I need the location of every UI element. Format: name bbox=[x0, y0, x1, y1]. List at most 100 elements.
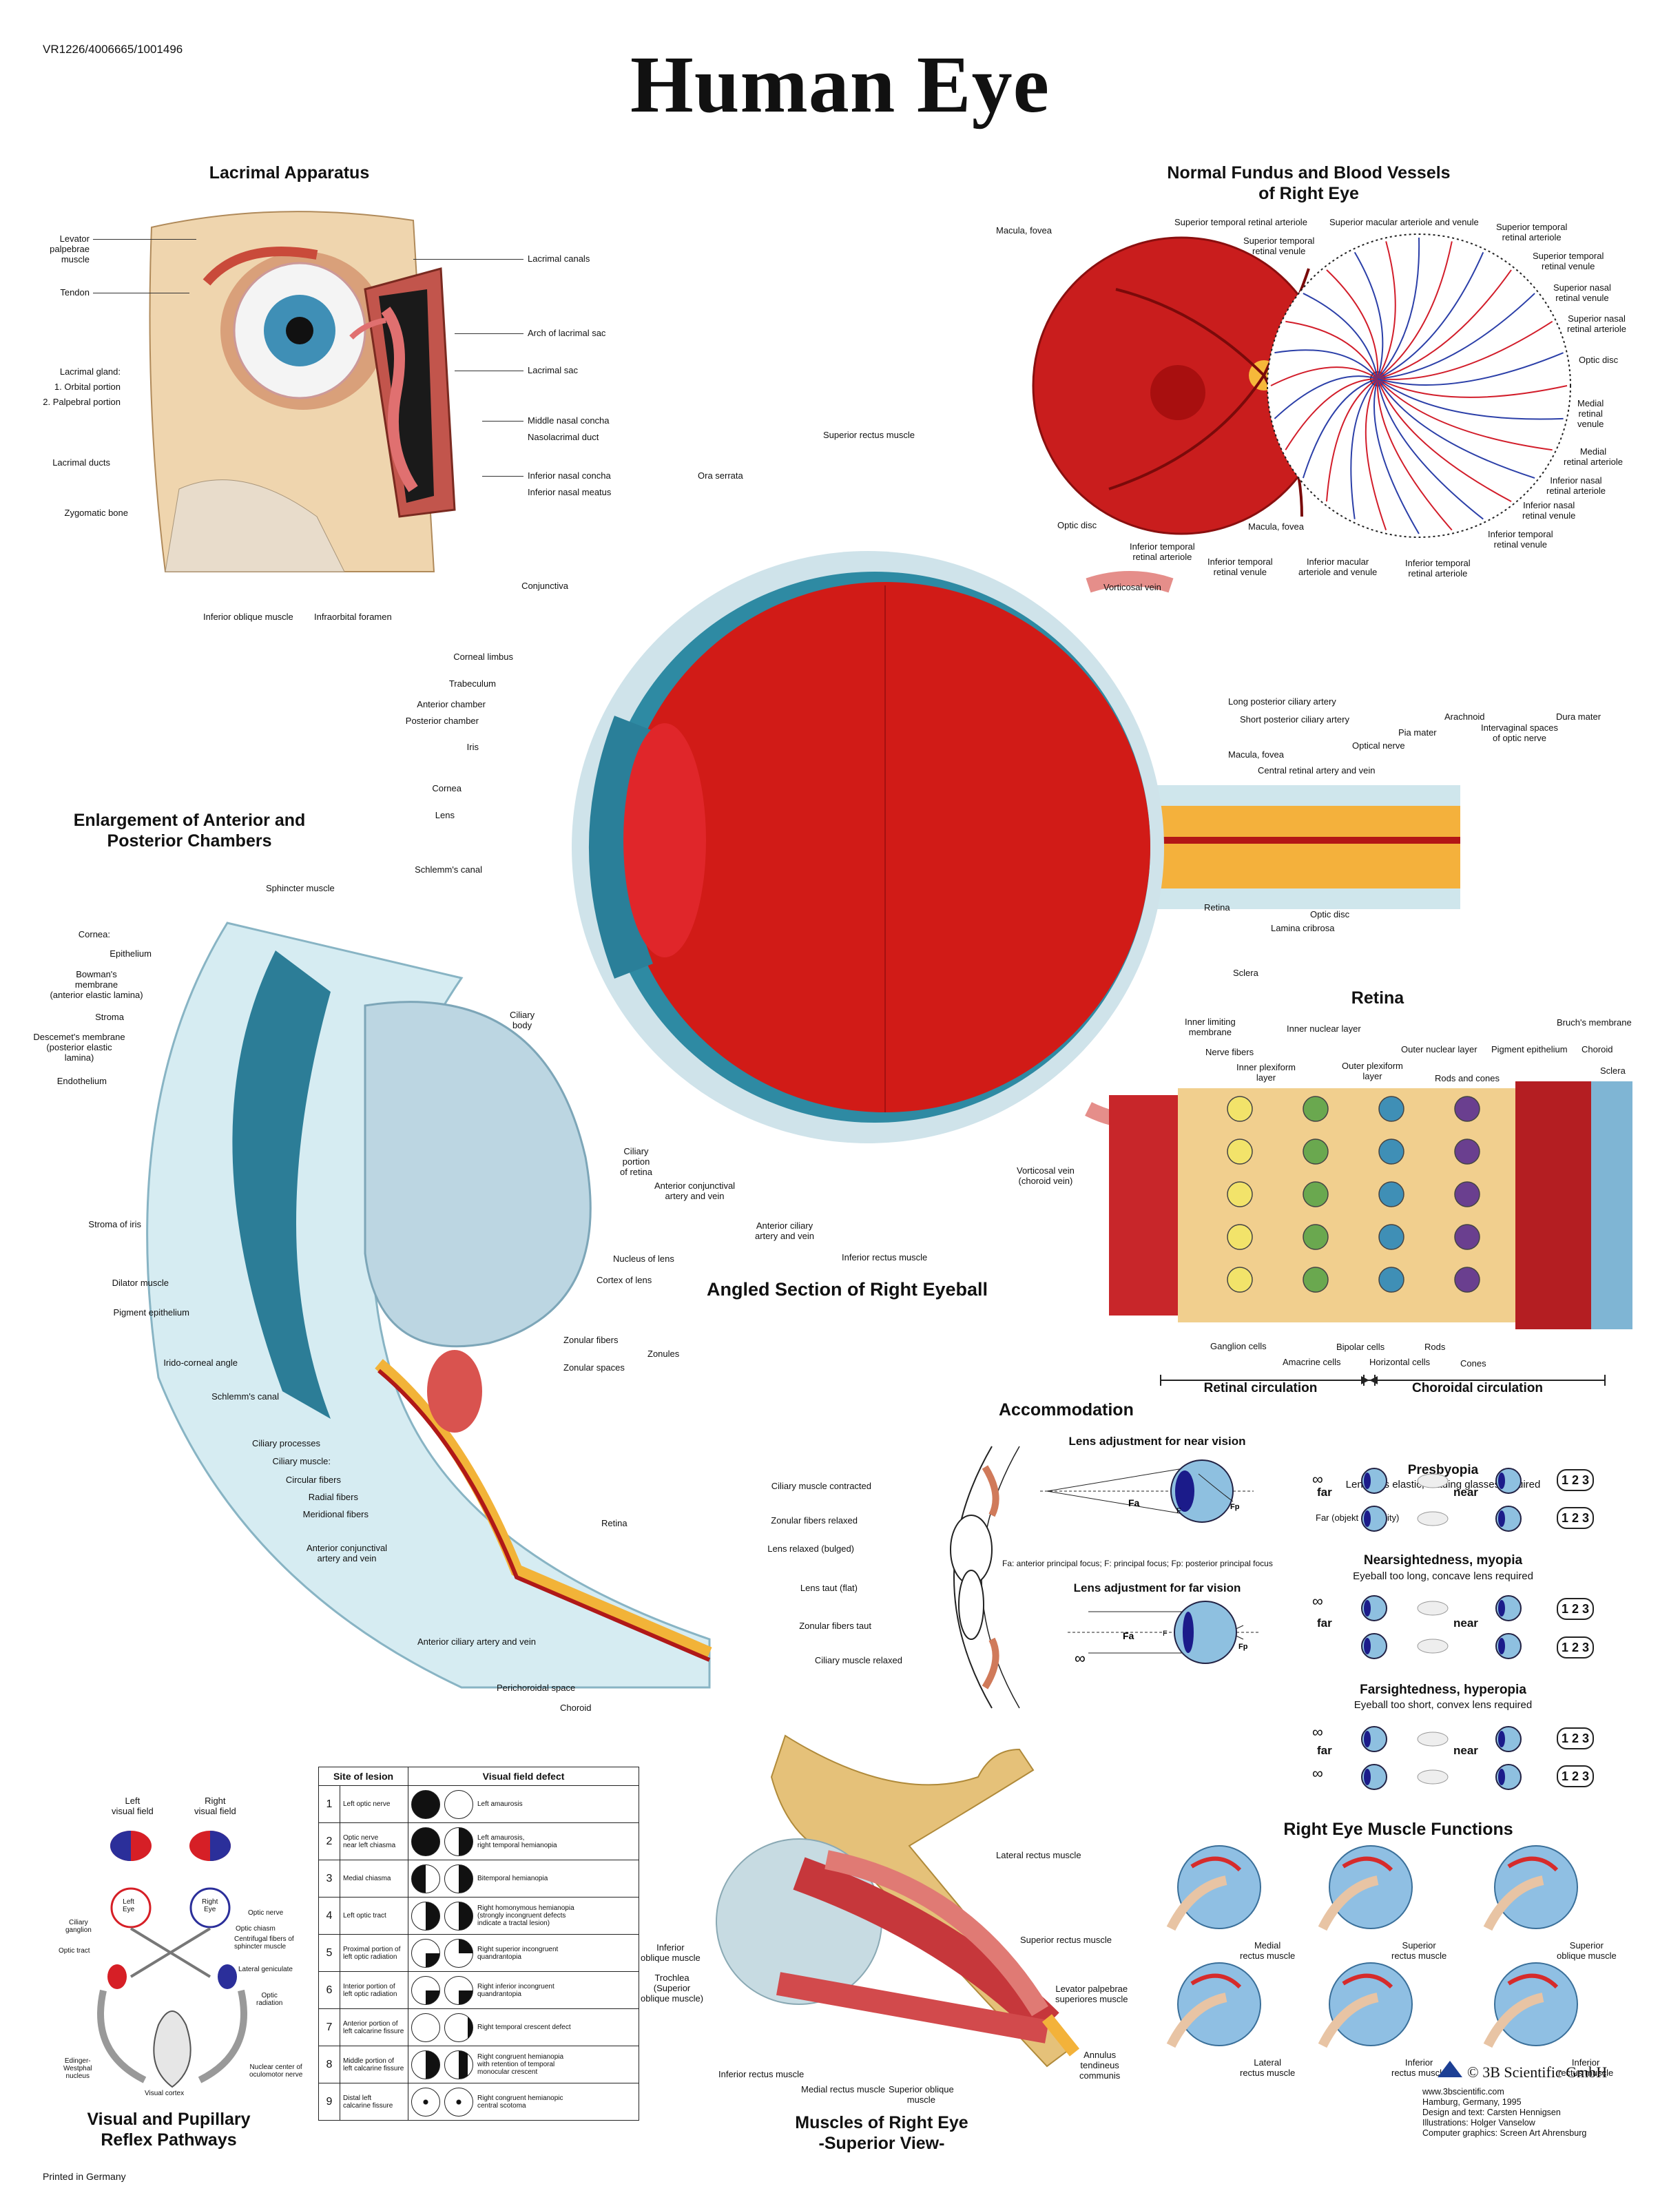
muscle-band bbox=[1166, 1993, 1227, 2048]
section-title-lacrimal: Lacrimal Apparatus bbox=[209, 163, 370, 183]
lbl-ch-l-3: Bowman's membrane (anterior elastic lami… bbox=[50, 969, 143, 1000]
lbl-sup-macular: Superior macular arteriole and venule bbox=[1329, 217, 1479, 227]
lbl-ch-l-14: Circular fibers bbox=[285, 1475, 341, 1485]
field-right bbox=[444, 1901, 473, 1931]
lbl-fr-2: Superior nasal retinal arteriole bbox=[1567, 313, 1626, 334]
lbl-rt-b-3: Horizontal cells bbox=[1369, 1357, 1431, 1367]
lbl-rt-t-1: Nerve fibers bbox=[1205, 1047, 1254, 1057]
lbl-ch-l-9: Pigment epithelium bbox=[113, 1307, 189, 1318]
field-left bbox=[411, 1864, 440, 1893]
near-label: near bbox=[1453, 1744, 1478, 1757]
row-defect: Right congruent hemianopic central scoto… bbox=[408, 2083, 639, 2121]
lbl-eb-bot-0: Ciliary portion of retina bbox=[620, 1146, 652, 1177]
lbl-eb-bot-4: Vorticosal vein (choroid vein) bbox=[1017, 1165, 1075, 1186]
fundus-vessels bbox=[1270, 237, 1568, 534]
lbl-ch-r-7: Perichoroidal space bbox=[497, 1683, 576, 1693]
defect-text: Right homonymous hemianopia (strongly in… bbox=[477, 1904, 574, 1927]
lbl-eb-r-11: Lamina cribrosa bbox=[1271, 923, 1335, 933]
retina-cell bbox=[1454, 1096, 1480, 1122]
field-right bbox=[444, 1827, 473, 1856]
muscle-band bbox=[1318, 1875, 1379, 1931]
row-site: Middle portion of left calcarine fissure bbox=[340, 2046, 408, 2083]
lbl-ch-l-13: Ciliary muscle: bbox=[272, 1456, 331, 1466]
row-defect: Right homonymous hemianopia (strongly in… bbox=[408, 1897, 639, 1935]
rotation-arrow-icon bbox=[1190, 1856, 1242, 1872]
retina-cell bbox=[1378, 1224, 1404, 1250]
far-vision-title: Lens adjustment for far vision bbox=[1073, 1581, 1241, 1594]
row-site: Proximal portion of left optic radiation bbox=[340, 1934, 408, 1972]
retina-cell bbox=[1378, 1181, 1404, 1207]
lbl-eb-r-4: Optical nerve bbox=[1352, 740, 1405, 751]
vessel-line bbox=[1377, 378, 1535, 479]
lbl-pw-11: Edinger- Westphal nucleus bbox=[63, 2057, 92, 2080]
row-number: 9 bbox=[318, 2083, 340, 2121]
fundus-illustration bbox=[1032, 233, 1571, 538]
vision-test-badge: 1 2 3 bbox=[1557, 1765, 1594, 1787]
row-site: Anterior portion of left calcarine fissu… bbox=[340, 2008, 408, 2046]
svg-text:Fp: Fp bbox=[1238, 1643, 1248, 1651]
row-defect: Right congruent hemianopia with retentio… bbox=[408, 2046, 639, 2083]
lbl-retinal-circulation: Retinal circulation bbox=[1203, 1381, 1318, 1395]
circulation-arrows bbox=[1160, 1375, 1606, 1386]
lbl-nasolacrimal: Nasolacrimal duct bbox=[528, 432, 599, 442]
lbl-mu-2: Levator palpebrae superiores muscle bbox=[1055, 1984, 1128, 2004]
lbl-mu-7: Medial rectus muscle bbox=[801, 2084, 886, 2094]
lbl-infraorbital: Infraorbital foramen bbox=[314, 612, 392, 622]
lbl-pw-10: Optic radiation bbox=[256, 1992, 283, 2007]
rotation-arrow-icon bbox=[1507, 1973, 1559, 1989]
vessel-line bbox=[1377, 378, 1553, 451]
lbl-ch-r-3: Zonular spaces bbox=[563, 1362, 625, 1373]
lbl-lacrimal-sac: Lacrimal sac bbox=[528, 365, 578, 375]
vessel-line bbox=[1377, 352, 1564, 386]
lbl-rt-t-7: Pigment epithelium bbox=[1491, 1044, 1568, 1054]
lbl-choroidal-circulation: Choroidal circulation bbox=[1411, 1381, 1544, 1395]
far-vision-diagram: Fa F Fp ∞ bbox=[1068, 1601, 1261, 1667]
lbl-eb-left-4: Posterior chamber bbox=[405, 716, 479, 726]
vessel-line bbox=[1326, 269, 1379, 380]
brand-name: © 3B Scientific GmbH bbox=[1467, 2063, 1608, 2081]
row-site: Left optic tract bbox=[340, 1897, 408, 1935]
leader-line bbox=[482, 421, 523, 422]
row-site: Distal left calcarine fissure bbox=[340, 2083, 408, 2121]
lbl-sup-temp-art-2: Superior temporal retinal arteriole bbox=[1496, 222, 1568, 242]
muscle-band bbox=[1483, 1875, 1544, 1931]
lbl-pw-13: Visual cortex bbox=[145, 2090, 185, 2097]
lens-icon bbox=[1498, 1473, 1505, 1489]
row-number: 1 bbox=[318, 1785, 340, 1823]
vessel-line bbox=[1377, 241, 1453, 380]
defect-text: Bitemporal hemianopia bbox=[477, 1875, 548, 1882]
lbl-eb-r-12: Sclera bbox=[1233, 968, 1258, 978]
svg-text:Fa: Fa bbox=[1123, 1630, 1134, 1641]
lbl-pw-2: Left Eye bbox=[123, 1898, 135, 1913]
table-header-row: Site of lesion Visual field defect bbox=[318, 1767, 639, 1786]
lbl-eb-left-6: Cornea bbox=[432, 783, 462, 793]
inf-symbol: ∞ bbox=[1312, 1592, 1323, 1610]
lbl-eb-left-1: Corneal limbus bbox=[453, 652, 513, 662]
field-right bbox=[444, 1789, 473, 1819]
lbl-eb-left-7: Lens bbox=[435, 810, 455, 820]
inf-symbol: ∞ bbox=[1312, 1765, 1323, 1782]
lbl-lacrimal-ducts: Lacrimal ducts bbox=[52, 457, 110, 468]
row-defect: Left amaurosis bbox=[408, 1785, 639, 1823]
lbl-rt-b-4: Rods bbox=[1424, 1342, 1446, 1352]
lbl-inferior-concha: Inferior nasal concha bbox=[528, 470, 611, 481]
lbl-ch-r-0: Nucleus of lens bbox=[613, 1254, 674, 1264]
lbl-rt-t-4: Outer plexiform layer bbox=[1342, 1061, 1403, 1081]
lbl-eb-bot-1: Anterior conjunctival artery and vein bbox=[654, 1181, 736, 1201]
far-label: far bbox=[1317, 1486, 1332, 1499]
section-title-pathways: Visual and Pupillary Reflex Pathways bbox=[87, 2110, 251, 2150]
lbl-fb-3: Inferior temporal retinal venule bbox=[1207, 557, 1273, 577]
retina-cell bbox=[1303, 1096, 1329, 1122]
row-defect: Right temporal crescent defect bbox=[408, 2008, 639, 2046]
vision-test-badge: 1 2 3 bbox=[1557, 1469, 1594, 1491]
vessel-line bbox=[1285, 378, 1378, 450]
field-left bbox=[411, 1975, 440, 2005]
vessel-line bbox=[1354, 251, 1384, 380]
lens-icon bbox=[1498, 1638, 1505, 1654]
row-number: 6 bbox=[318, 1971, 340, 2009]
